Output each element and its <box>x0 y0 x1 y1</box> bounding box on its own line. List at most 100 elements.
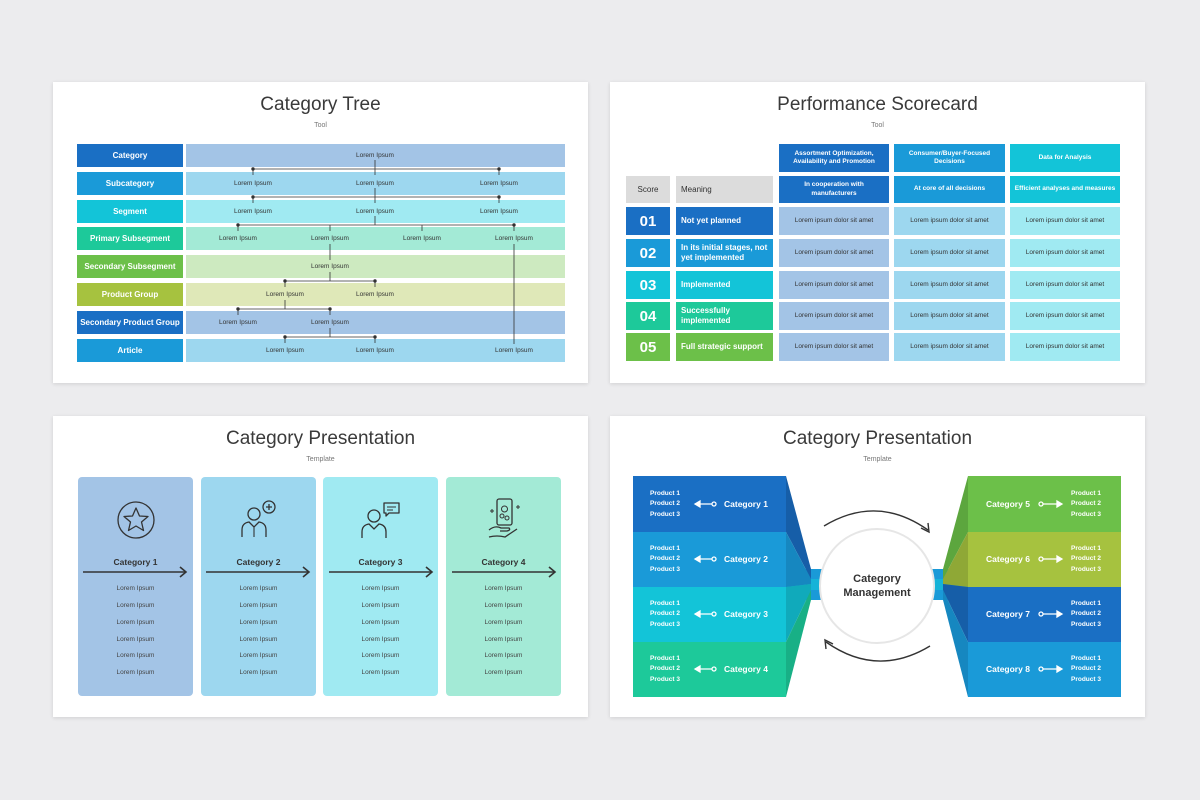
column-header: Assortment Optimization, Availability an… <box>779 144 889 172</box>
category-item: Lorem Ipsum <box>239 619 278 626</box>
score-cell: Lorem ipsum dolor sit amet <box>894 271 1005 299</box>
score-number: 04 <box>626 302 670 330</box>
tree-node: Lorem Ipsum <box>311 263 349 270</box>
score-cell: Lorem ipsum dolor sit amet <box>779 333 889 361</box>
hub-diagram <box>633 476 1121 697</box>
category-item: Lorem Ipsum <box>116 619 155 626</box>
score-cell: Lorem ipsum dolor sit amet <box>779 302 889 330</box>
score-meaning: Full strategic support <box>676 333 773 361</box>
score-cell: Lorem ipsum dolor sit amet <box>1010 333 1120 361</box>
category-item: Lorem Ipsum <box>116 669 155 676</box>
tree-row-band <box>186 255 565 278</box>
score-number: 03 <box>626 271 670 299</box>
score-cell: Lorem ipsum dolor sit amet <box>894 302 1005 330</box>
mobile-money-icon <box>488 498 520 538</box>
tree-node: Lorem Ipsum <box>234 180 272 187</box>
slide-title: Category Presentation <box>782 428 973 449</box>
tree-level-category: Category <box>77 144 183 167</box>
tree-level-article: Article <box>77 339 183 362</box>
tree-node: Lorem Ipsum <box>480 180 518 187</box>
score-cell: Lorem ipsum dolor sit amet <box>894 239 1005 267</box>
category-item: Lorem Ipsum <box>361 669 400 676</box>
category-item: Lorem Ipsum <box>361 636 400 643</box>
tree-node: Lorem Ipsum <box>356 347 394 354</box>
slide-category-presentation-columns[interactable]: Category Presentation Template Category … <box>53 416 588 717</box>
category-item: Lorem Ipsum <box>116 636 155 643</box>
tree-level-secondary-product-group: Secondary Product Group <box>77 311 183 334</box>
score-cell: Lorem ipsum dolor sit amet <box>1010 271 1120 299</box>
tree-level-primary-subsegment: Primary Subsegment <box>77 227 183 250</box>
score-header: Score <box>626 176 670 203</box>
category-item: Lorem Ipsum <box>484 585 523 592</box>
slide-subtitle: Tool <box>871 122 884 129</box>
slide-subtitle: Template <box>863 456 892 463</box>
tree-node: Lorem Ipsum <box>219 235 257 242</box>
tree-row-band <box>186 311 565 334</box>
slide-subtitle: Tool <box>314 122 327 129</box>
score-cell: Lorem ipsum dolor sit amet <box>894 333 1005 361</box>
tree-node: Lorem Ipsum <box>311 319 349 326</box>
meaning-header: Meaning <box>676 176 773 203</box>
category-item: Lorem Ipsum <box>116 602 155 609</box>
category-label: Category 4 <box>481 557 526 567</box>
slide-performance-scorecard[interactable]: Performance Scorecard Tool Assortment Op… <box>610 82 1145 383</box>
slide-category-presentation-hub[interactable]: Category Presentation Template <box>610 416 1145 717</box>
category-item: Lorem Ipsum <box>361 619 400 626</box>
score-meaning: Not yet planned <box>676 207 773 235</box>
tree-node: Lorem Ipsum <box>356 208 394 215</box>
tree-node: Lorem Ipsum <box>356 180 394 187</box>
score-number: 05 <box>626 333 670 361</box>
category-item: Lorem Ipsum <box>239 602 278 609</box>
tree-node: Lorem Ipsum <box>403 235 441 242</box>
slide-title: Performance Scorecard <box>777 94 978 115</box>
category-column: Category 4 Lorem Ipsum Lorem Ipsum Lorem… <box>446 477 561 696</box>
hub-center-label: Category Management <box>843 572 911 599</box>
score-cell: Lorem ipsum dolor sit amet <box>779 207 889 235</box>
category-column: Category 3 Lorem Ipsum Lorem Ipsum Lorem… <box>323 477 438 696</box>
category-item: Lorem Ipsum <box>484 619 523 626</box>
category-item: Lorem Ipsum <box>239 652 278 659</box>
category-item: Lorem Ipsum <box>484 652 523 659</box>
star-badge-icon <box>117 501 155 539</box>
tree-node: Lorem Ipsum <box>356 152 394 159</box>
category-item: Lorem Ipsum <box>239 636 278 643</box>
score-meaning: Successfully implemented <box>676 302 773 330</box>
category-label: Category 2 <box>724 554 768 564</box>
tree-node: Lorem Ipsum <box>495 235 533 242</box>
category-label: Category 3 <box>358 557 403 567</box>
category-item: Lorem Ipsum <box>239 669 278 676</box>
category-label: Category 3 <box>724 609 768 619</box>
category-label: Category 8 <box>986 664 1030 674</box>
category-item: Lorem Ipsum <box>361 602 400 609</box>
score-cell: Lorem ipsum dolor sit amet <box>894 207 1005 235</box>
category-column: Category 1 Lorem Ipsum Lorem Ipsum Lorem… <box>78 477 193 696</box>
tree-level-segment: Segment <box>77 200 183 223</box>
category-label: Category 1 <box>113 557 158 567</box>
category-item: Lorem Ipsum <box>116 585 155 592</box>
slide-category-tree[interactable]: Category Tree Tool Category Subcategory … <box>53 82 588 383</box>
category-item: Lorem Ipsum <box>484 669 523 676</box>
tree-level-product-group: Product Group <box>77 283 183 306</box>
tree-row-band <box>186 339 565 362</box>
tree-node: Lorem Ipsum <box>266 347 304 354</box>
tree-node: Lorem Ipsum <box>311 235 349 242</box>
tree-node: Lorem Ipsum <box>480 208 518 215</box>
tree-row-band <box>186 227 565 250</box>
slide-subtitle: Template <box>306 456 335 463</box>
column-subheader: At core of all decisions <box>894 176 1005 203</box>
category-label: Category 5 <box>986 499 1030 509</box>
tree-connectors <box>236 160 516 344</box>
tree-row-band <box>186 144 565 167</box>
slide-title: Category Presentation <box>225 428 416 449</box>
person-add-icon <box>241 500 276 537</box>
tree-row-band <box>186 200 565 223</box>
score-meaning: Implemented <box>676 271 773 299</box>
tree-level-secondary-subsegment: Secondary Subsegment <box>77 255 183 278</box>
score-cell: Lorem ipsum dolor sit amet <box>1010 207 1120 235</box>
